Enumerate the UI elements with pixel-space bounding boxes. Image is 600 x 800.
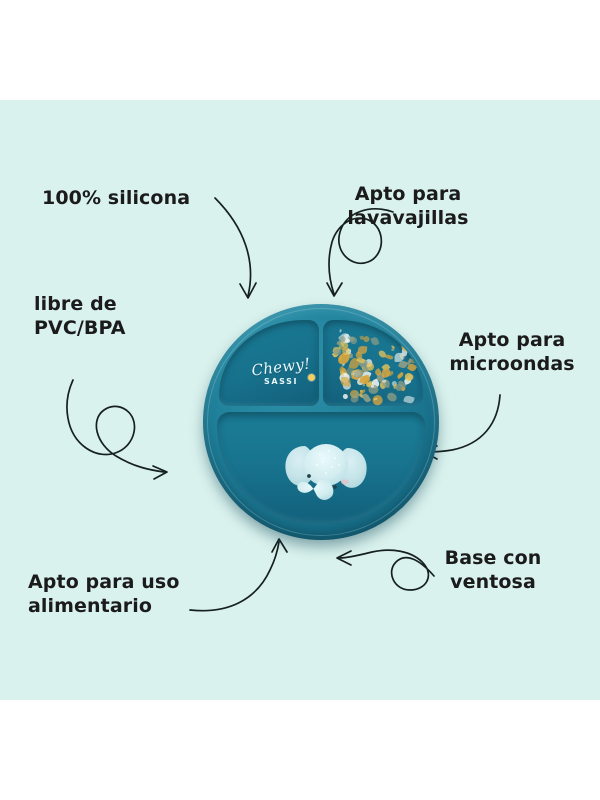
arrow-alimentario: [189, 538, 288, 612]
feature-label-alimentario: Apto para uso alimentario: [28, 571, 180, 618]
feature-label-silicona: 100% silicona: [42, 187, 191, 209]
pattern-motif: [341, 362, 346, 367]
pattern-motif: [391, 347, 395, 351]
brand-name-text: SASSI: [263, 377, 299, 386]
pattern-motif: [381, 379, 387, 383]
pattern-motif: [361, 392, 371, 403]
elephant-illustration: [285, 444, 367, 500]
product-image-plate: Chewy! SASSI: [203, 304, 439, 546]
arrow-pvc-bpa: [66, 379, 168, 480]
pattern-motif: [386, 370, 394, 377]
pattern-motif: [402, 394, 415, 405]
feature-label-ventosa: Base con ventosa: [444, 547, 542, 594]
brand-bee-icon: [308, 374, 315, 381]
arrow-silicona: [214, 197, 257, 299]
pattern-motif: [339, 376, 351, 388]
brand-script-text: Chewy!: [250, 354, 312, 380]
compartment-top-left: Chewy! SASSI: [219, 320, 319, 406]
brand-logo: Chewy! SASSI: [241, 354, 319, 386]
silicone-plate: Chewy! SASSI: [203, 304, 439, 540]
feature-label-microondas: Apto para microondas: [449, 329, 575, 376]
feature-label-pvc-bpa: libre de PVC/BPA: [34, 293, 126, 340]
compartment-top-right: [323, 320, 423, 406]
pattern-motif: [339, 329, 343, 334]
arrow-ventosa: [336, 549, 435, 591]
pattern-motif: [370, 335, 380, 346]
feature-label-lavavajillas: Apto para lavavajillas: [347, 183, 469, 230]
arrow-lavavajillas: [326, 208, 394, 297]
floral-pattern: [323, 320, 423, 406]
pattern-motif: [385, 390, 398, 403]
pattern-motif: [342, 393, 349, 400]
pattern-motif: [396, 371, 405, 379]
